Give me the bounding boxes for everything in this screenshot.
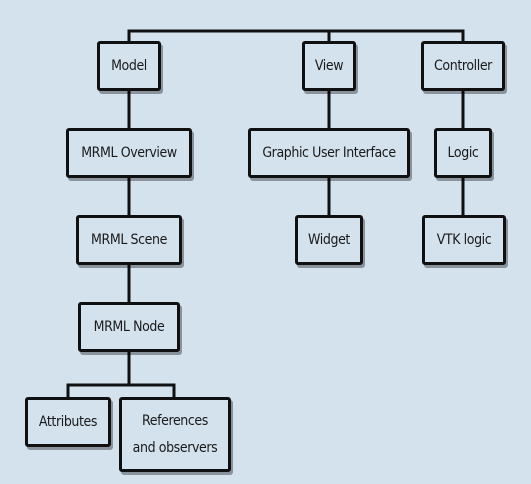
node-controller-label: Controller — [434, 57, 492, 74]
node-mrml-node-label: MRML Node — [93, 318, 165, 335]
node-mrml-overview: MRML Overview — [66, 128, 192, 178]
node-references-and-observers: References and observers — [119, 397, 231, 472]
node-logic-label: Logic — [447, 144, 479, 161]
node-view-label: View — [314, 57, 344, 74]
node-logic: Logic — [434, 128, 492, 178]
node-graphic-user-interface-label: Graphic User Interface — [262, 144, 396, 161]
node-widget-label: Widget — [308, 231, 350, 248]
node-model-label: Model — [111, 57, 147, 74]
node-mrml-scene: MRML Scene — [76, 215, 182, 265]
node-vtk-logic: VTK logic — [422, 215, 506, 265]
node-graphic-user-interface: Graphic User Interface — [248, 128, 410, 178]
node-references-and-observers-label: References and observers — [132, 412, 218, 456]
node-model: Model — [97, 41, 161, 91]
node-mrml-scene-label: MRML Scene — [91, 231, 167, 248]
node-controller: Controller — [421, 41, 505, 91]
node-attributes: Attributes — [25, 397, 111, 447]
node-mrml-overview-label: MRML Overview — [81, 144, 177, 161]
node-mrml-node: MRML Node — [78, 302, 180, 352]
node-vtk-logic-label: VTK logic — [436, 231, 492, 248]
node-widget: Widget — [295, 215, 363, 265]
node-view: View — [302, 41, 356, 91]
node-attributes-label: Attributes — [38, 413, 98, 430]
